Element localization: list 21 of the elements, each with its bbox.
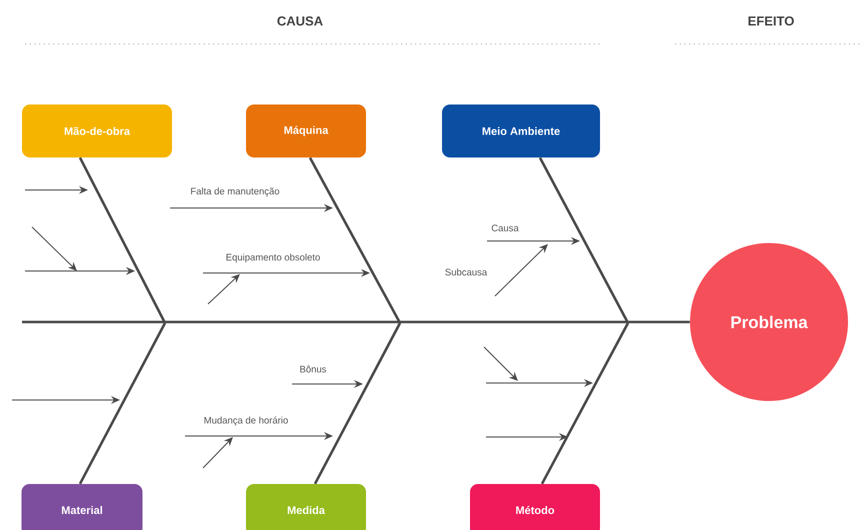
cause-label: Falta de manutenção: [191, 188, 280, 196]
category-box: Mão-de-obra: [22, 104, 172, 158]
cause-label: Subcausa: [445, 268, 488, 276]
bone-line: [78, 157, 166, 324]
cause-label: Bônus: [300, 366, 326, 372]
bone-line: [314, 322, 402, 484]
category-box: Material: [22, 484, 142, 530]
bone-line: [308, 157, 402, 324]
spine-line: [22, 320, 690, 324]
bone-line: [78, 322, 166, 484]
category-box: Máquina: [246, 104, 366, 158]
cause-label: Causa: [492, 224, 519, 232]
cause-label: Mudança de horário: [204, 416, 288, 426]
category-box: Medida: [246, 484, 366, 530]
bone-line: [538, 157, 630, 324]
category-box: Meio Ambiente: [442, 104, 600, 158]
section-heading: CAUSA: [277, 16, 323, 26]
section-heading: EFEITO: [748, 16, 794, 26]
category-box: Método: [470, 484, 600, 530]
cause-label: Equipamento obsoleto: [226, 254, 320, 262]
bone-line: [540, 322, 630, 484]
